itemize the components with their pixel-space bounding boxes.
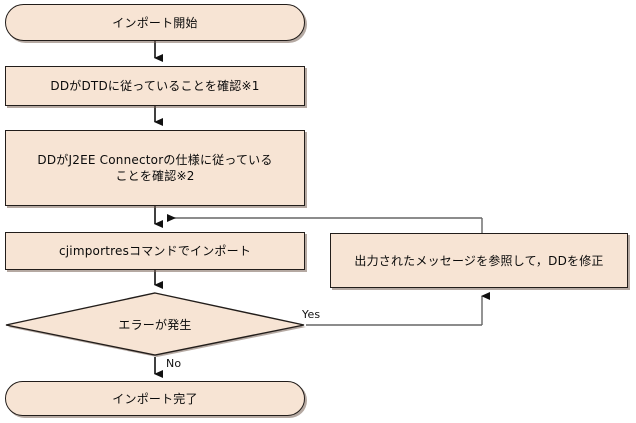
decision-shape [5,292,306,357]
node-error-check: エラーが発生 [4,291,306,357]
node-start-label: インポート開始 [112,15,198,30]
edge-label-yes: Yes [302,308,321,321]
node-check-j2ee: DDがJ2EE Connectorの仕様に従っている ことを確認※2 [5,130,305,206]
node-error-check-label: エラーが発生 [118,317,192,332]
node-fix-dd: 出力されたメッセージを参照して，DDを修正 [330,233,628,288]
node-end: インポート完了 [5,381,305,416]
node-run-cjimportres-label: cjimportresコマンドでインポート [58,244,252,258]
node-start: インポート開始 [5,4,305,41]
node-fix-dd-label: 出力されたメッセージを参照して，DDを修正 [354,253,604,268]
node-check-j2ee-label: DDがJ2EE Connectorの仕様に従っている ことを確認※2 [37,153,273,183]
edge-label-no: No [166,357,182,370]
node-check-dtd-label: DDがDTDに従っていることを確認※1 [50,79,260,93]
node-end-label: インポート完了 [112,391,198,406]
node-check-dtd: DDがDTDに従っていることを確認※1 [5,66,305,106]
node-run-cjimportres: cjimportresコマンドでインポート [5,232,305,270]
